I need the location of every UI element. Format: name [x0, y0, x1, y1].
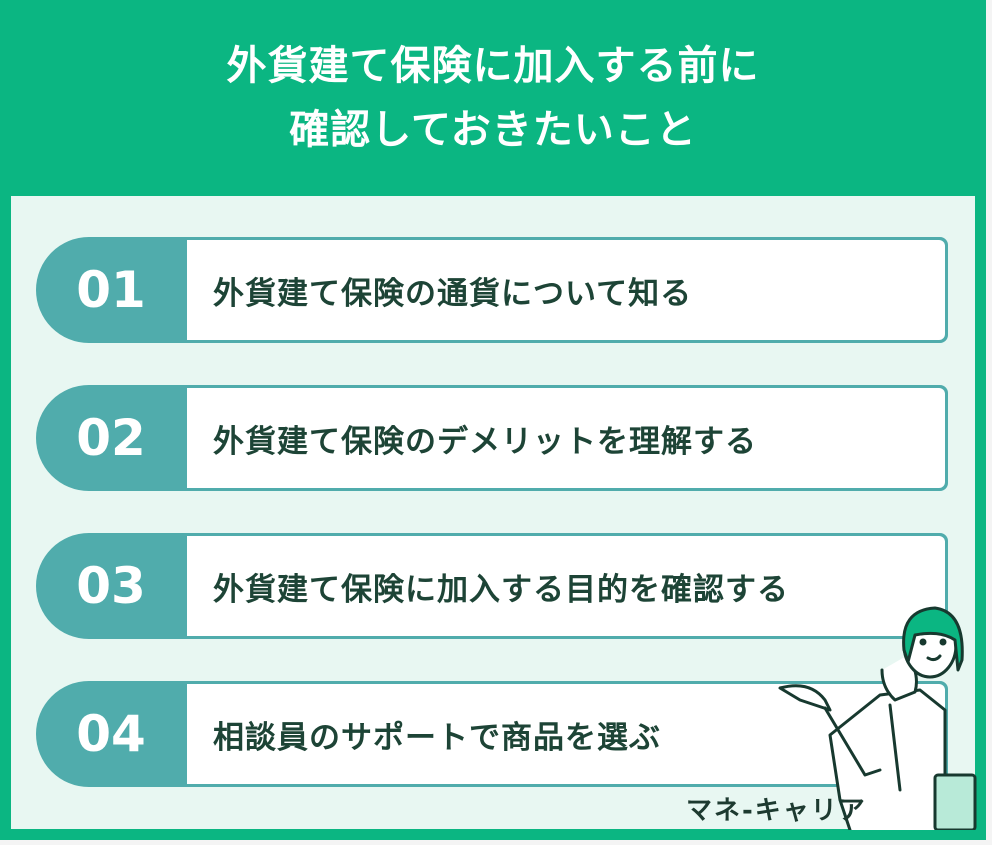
- header: 外貨建て保険に加入する前に 確認しておきたいこと: [0, 0, 986, 196]
- item-number: 02: [76, 409, 146, 467]
- item-number: 03: [76, 557, 146, 615]
- item-text: 外貨建て保険の通貨について知る: [187, 240, 945, 340]
- item-text: 外貨建て保険のデメリットを理解する: [187, 388, 945, 488]
- list-item: 02 外貨建て保険のデメリットを理解する: [36, 385, 948, 491]
- title-line-2: 確認しておきたいこと: [289, 107, 697, 153]
- page-title: 外貨建て保険に加入する前に 確認しておきたいこと: [227, 34, 760, 162]
- item-text: 外貨建て保険に加入する目的を確認する: [187, 536, 945, 636]
- item-number: 01: [76, 261, 146, 319]
- presenter-illustration-icon: [778, 606, 977, 830]
- title-line-1: 外貨建て保険に加入する前に: [226, 43, 760, 89]
- list-item: 03 外貨建て保険に加入する目的を確認する: [36, 533, 948, 639]
- list-item: 01 外貨建て保険の通貨について知る: [36, 237, 948, 343]
- item-number: 04: [76, 705, 146, 763]
- brand-logo: マネ-キャリア: [686, 796, 867, 826]
